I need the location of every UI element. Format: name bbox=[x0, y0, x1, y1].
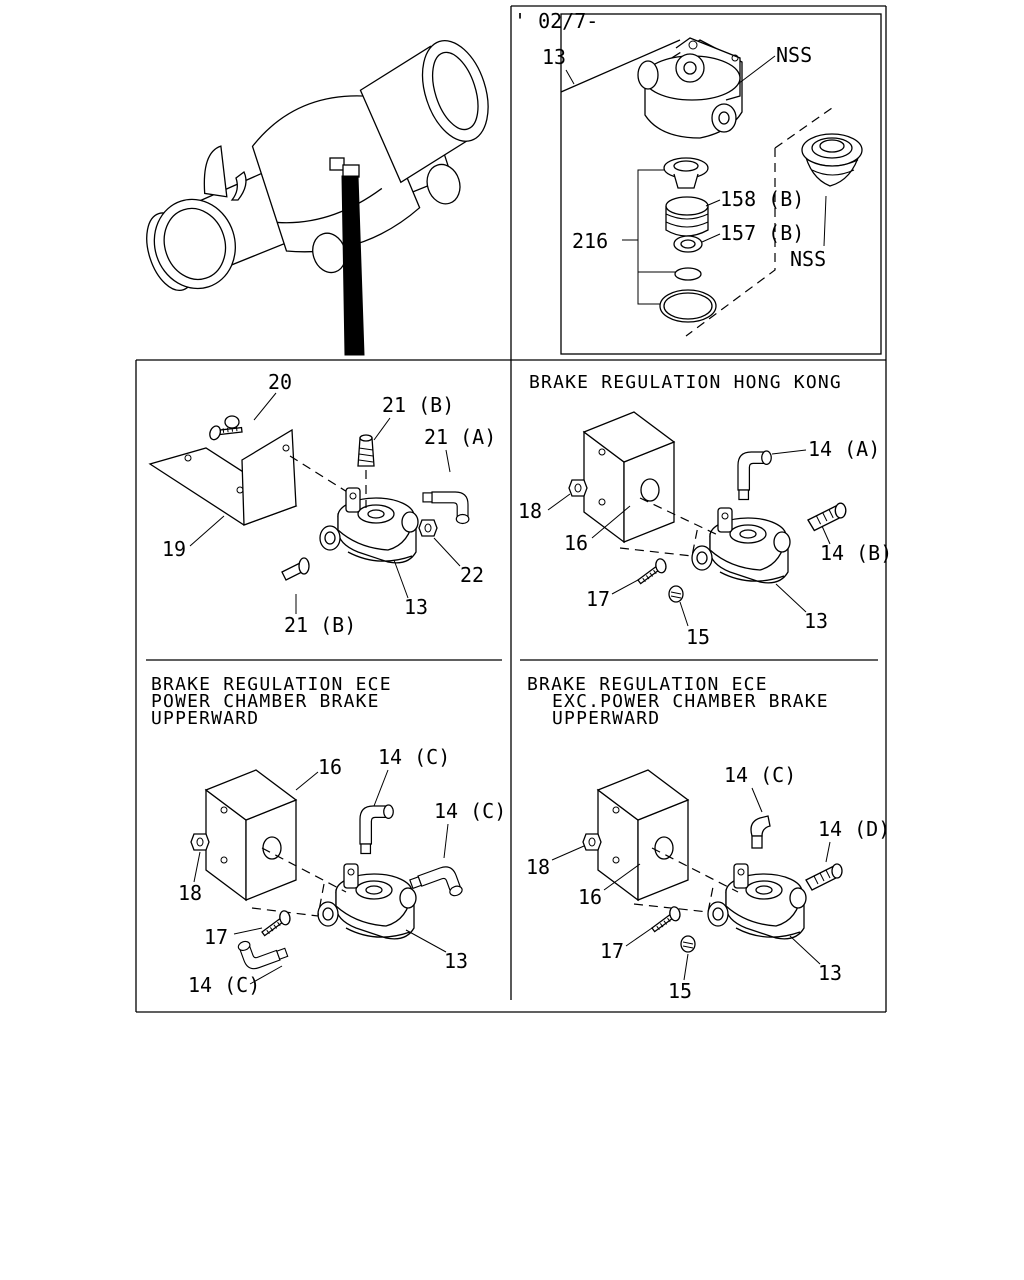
label-13-exc: 13 bbox=[818, 961, 842, 985]
label-nss-top: NSS bbox=[776, 43, 812, 67]
label-14d: 14 (D) bbox=[818, 817, 890, 841]
header-ece-exc-line3: UPPERWARD bbox=[552, 708, 660, 729]
panel-hong-kong: BRAKE REGULATION HONG KONG 14 (A) 18 16 … bbox=[518, 372, 892, 649]
label-15-exc: 15 bbox=[668, 979, 692, 1003]
header-ece-power-line2: POWER CHAMBER BRAKE bbox=[151, 691, 380, 712]
label-157b: 157 (B) bbox=[720, 221, 804, 245]
label-14a: 14 (A) bbox=[808, 437, 880, 461]
label-21a: 21 (A) bbox=[424, 425, 496, 449]
label-18-hk: 18 bbox=[518, 499, 542, 523]
label-14c-exc: 14 (C) bbox=[724, 763, 796, 787]
axle-overview bbox=[146, 39, 489, 356]
label-19: 19 bbox=[162, 537, 186, 561]
cap-nss bbox=[801, 133, 863, 187]
label-18-exc: 18 bbox=[526, 855, 550, 879]
valve-top-detail bbox=[637, 37, 743, 139]
header-ece-exc-line1: BRAKE REGULATION ECE bbox=[527, 674, 768, 695]
panel-main-assembly: 20 21 (B) 21 (A) 19 22 13 21 (B) bbox=[148, 370, 496, 637]
label-nss-side: NSS bbox=[790, 247, 826, 271]
label-17-exc: 17 bbox=[600, 939, 624, 963]
revision-label: ' 02/7- bbox=[514, 9, 598, 33]
label-21b-bottom: 21 (B) bbox=[284, 613, 356, 637]
frame bbox=[135, 5, 887, 1013]
label-22: 22 bbox=[460, 563, 484, 587]
panel-ece-power-chamber: BRAKE REGULATION ECE POWER CHAMBER BRAKE… bbox=[151, 674, 506, 997]
label-14c-bottom: 14 (C) bbox=[188, 973, 260, 997]
label-13: 13 bbox=[542, 45, 566, 69]
label-15-hk: 15 bbox=[686, 625, 710, 649]
header-ece-exc-line2: EXC.POWER CHAMBER BRAKE bbox=[552, 691, 829, 712]
label-13-hk: 13 bbox=[804, 609, 828, 633]
label-17-ece: 17 bbox=[204, 925, 228, 949]
bracket-19 bbox=[148, 428, 298, 526]
header-ece-power-line3: UPPERWARD bbox=[151, 708, 259, 729]
detail-panel: ' 02/7- 13 NSS bbox=[514, 9, 882, 355]
panel-ece-exc-power-chamber: BRAKE REGULATION ECE EXC.POWER CHAMBER B… bbox=[526, 674, 890, 1003]
header-hong-kong: BRAKE REGULATION HONG KONG bbox=[529, 372, 842, 393]
seal-parts bbox=[659, 157, 717, 323]
label-14c-top: 14 (C) bbox=[378, 745, 450, 769]
label-18-ece: 18 bbox=[178, 881, 202, 905]
label-13-main: 13 bbox=[404, 595, 428, 619]
label-16-ece: 16 bbox=[318, 755, 342, 779]
label-14c-right: 14 (C) bbox=[434, 799, 506, 823]
label-158b: 158 (B) bbox=[720, 187, 804, 211]
label-216: 216 bbox=[572, 229, 608, 253]
label-16-hk: 16 bbox=[564, 531, 588, 555]
header-ece-power-line1: BRAKE REGULATION ECE bbox=[151, 674, 392, 695]
label-17-hk: 17 bbox=[586, 587, 610, 611]
label-13-ece: 13 bbox=[444, 949, 468, 973]
label-14b: 14 (B) bbox=[820, 541, 892, 565]
label-21b-top: 21 (B) bbox=[382, 393, 454, 417]
label-16-exc: 16 bbox=[578, 885, 602, 909]
label-20: 20 bbox=[268, 370, 292, 394]
